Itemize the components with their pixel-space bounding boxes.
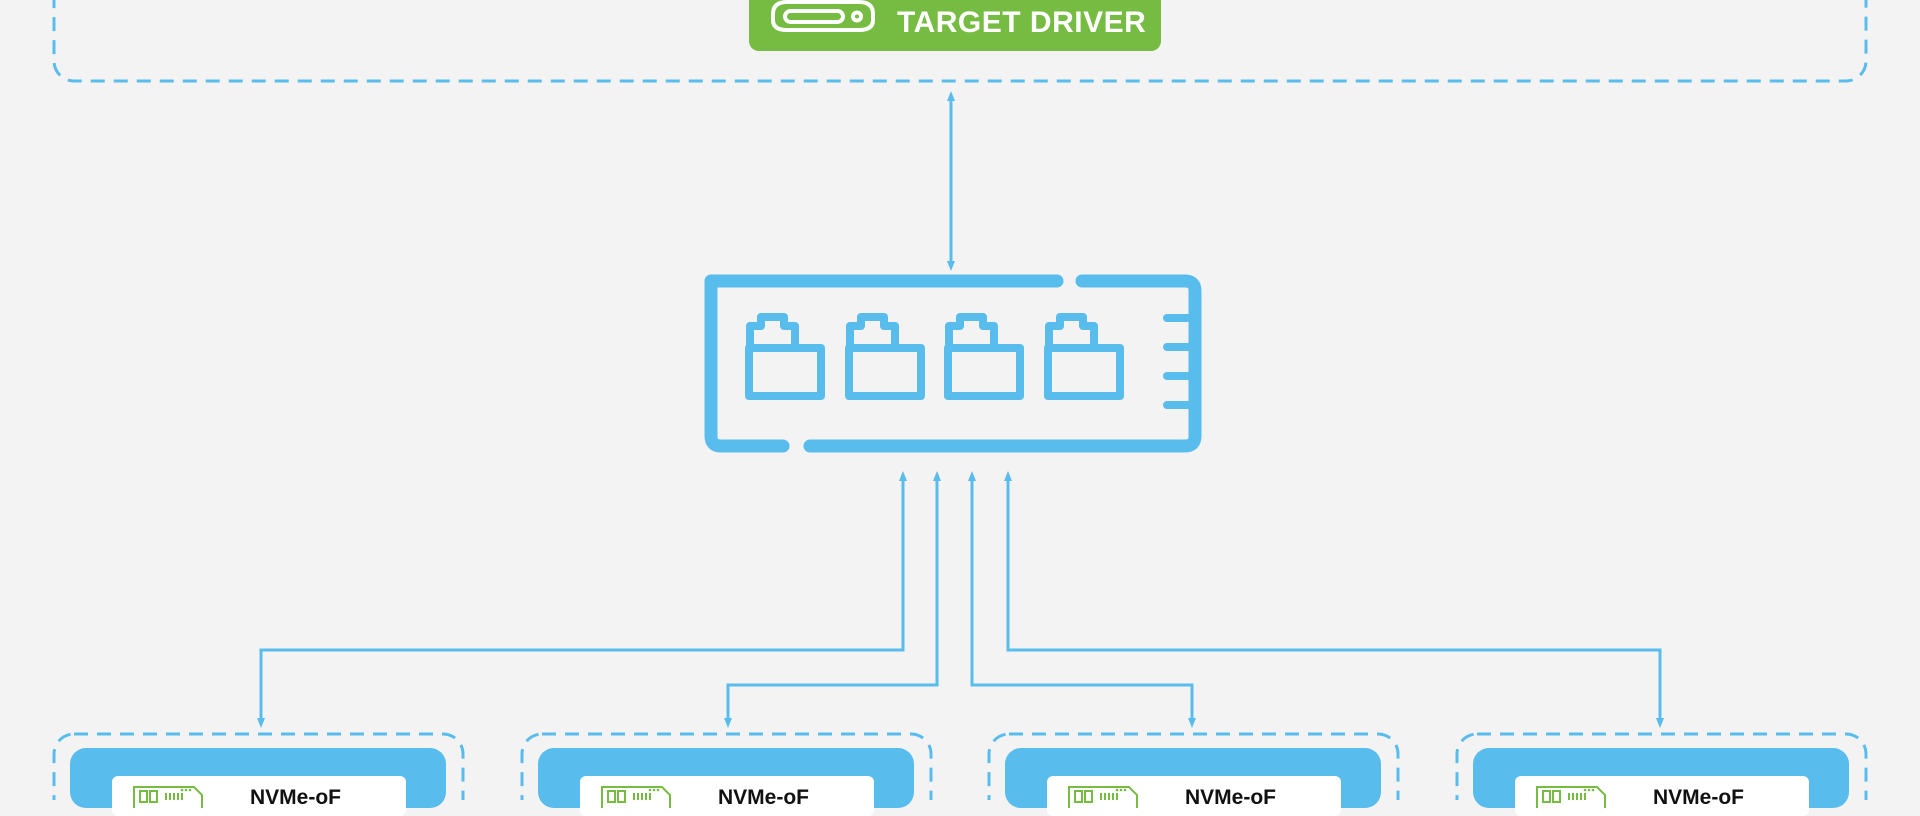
- switch-host-link-2: [724, 471, 941, 728]
- switch-host-link-3: [968, 471, 1196, 728]
- host-card-4[interactable]: NVMe-oF: [1473, 748, 1849, 816]
- switch-host-link-4: [1004, 471, 1664, 728]
- host-zone-border-3: [987, 732, 1400, 800]
- host-card-4-panel: NVMe-oF: [1515, 776, 1809, 816]
- host-card-1-label: NVMe-oF: [250, 786, 341, 809]
- nic-card-icon: [1536, 786, 1606, 808]
- nic-card-icon: [1068, 786, 1138, 808]
- host-card-2-label: NVMe-oF: [718, 786, 809, 809]
- target-driver-label: TARGET DRIVER: [897, 5, 1147, 39]
- host-card-3[interactable]: NVMe-oF: [1005, 748, 1381, 816]
- host-zone-border-4: [1455, 732, 1868, 800]
- network-switch-icon: [704, 274, 1202, 453]
- host-card-2-panel: NVMe-oF: [580, 776, 874, 816]
- nic-card-icon: [133, 786, 203, 808]
- host-card-3-label: NVMe-oF: [1185, 786, 1276, 809]
- host-card-4-label: NVMe-oF: [1653, 786, 1744, 809]
- host-card-1-panel: NVMe-oF: [112, 776, 406, 816]
- host-card-2[interactable]: NVMe-oF: [538, 748, 914, 816]
- target-zone-border: [52, 0, 1868, 83]
- host-zone-border-2: [520, 732, 933, 800]
- host-card-1[interactable]: NVMe-oF: [70, 748, 446, 816]
- host-card-3-panel: NVMe-oF: [1047, 776, 1341, 816]
- nic-card-icon: [601, 786, 671, 808]
- storage-drive-icon: [771, 0, 875, 32]
- host-zone-border-1: [52, 732, 465, 800]
- target-driver-block[interactable]: TARGET DRIVER: [749, 0, 1161, 51]
